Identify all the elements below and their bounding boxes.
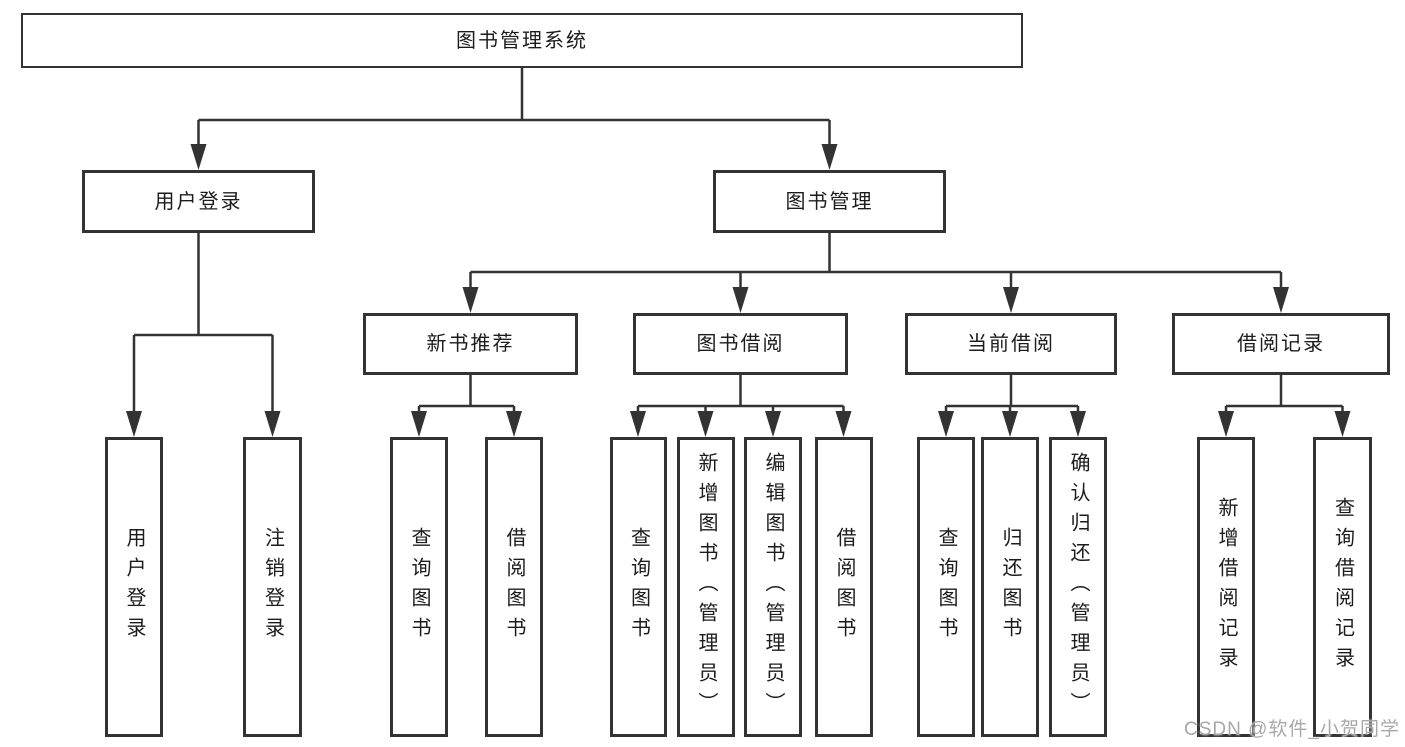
node-new-book-recommend: 新书推荐 (363, 313, 578, 375)
node-current-borrow: 当前借阅 (905, 313, 1117, 375)
node-query-books-current: 查询图书 (917, 437, 975, 737)
node-confirm-return-admin: 确认归还（管理员） (1049, 437, 1107, 737)
node-query-borrow-record: 查询借阅记录 (1313, 437, 1372, 737)
edge-root-to-level2 (197, 68, 831, 148)
node-borrow-books-recommend: 借阅图书 (485, 437, 543, 737)
node-book-management: 图书管理 (713, 170, 946, 233)
edge-borrowrecords-to-children (1224, 375, 1344, 415)
node-query-books-borrow: 查询图书 (610, 437, 667, 737)
node-user-login-action: 用户登录 (105, 437, 163, 737)
node-book-borrow: 图书借阅 (633, 313, 848, 375)
edge-bookborrow-to-children (636, 375, 845, 415)
node-borrow-records: 借阅记录 (1172, 313, 1390, 375)
node-query-books-recommend: 查询图书 (390, 437, 448, 737)
node-borrow-books-action: 借阅图书 (815, 437, 873, 737)
edge-bookmgmt-to-level3 (469, 233, 1283, 291)
csdn-watermark: CSDN @软件_小贺同学 (1184, 719, 1400, 740)
edge-newbook-to-children (417, 375, 516, 415)
edge-currentborrow-to-children (944, 375, 1080, 415)
node-add-borrow-record: 新增借阅记录 (1197, 437, 1255, 737)
node-user-login: 用户登录 (82, 170, 315, 233)
node-edit-books-admin: 编辑图书（管理员） (744, 437, 802, 737)
node-return-books: 归还图书 (981, 437, 1039, 737)
edge-userlogin-to-children (132, 233, 274, 415)
node-library-system: 图书管理系统 (21, 13, 1023, 68)
node-add-books-admin: 新增图书（管理员） (677, 437, 735, 737)
node-logout-action: 注销登录 (243, 437, 302, 737)
